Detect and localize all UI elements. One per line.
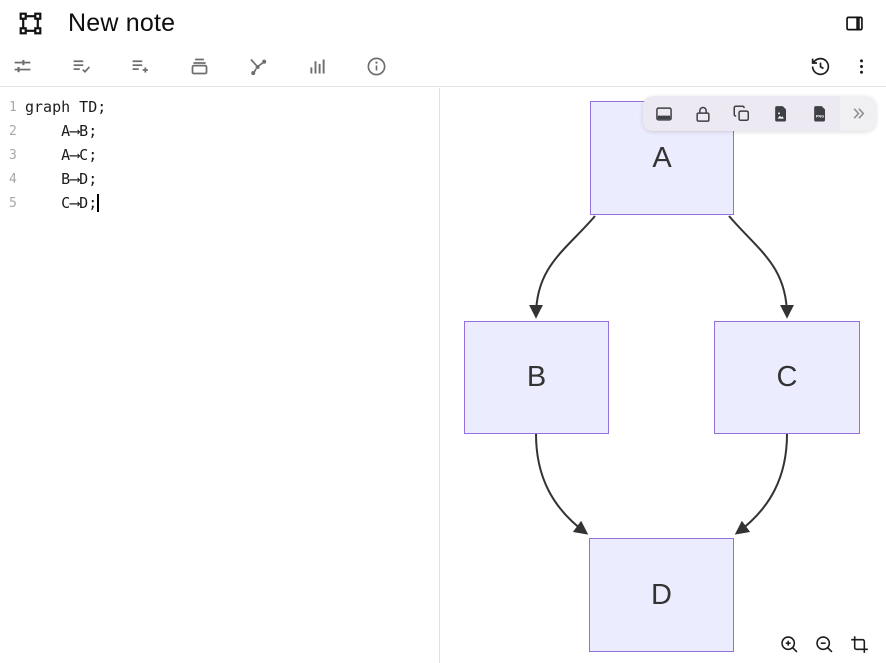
panel-bottom-button[interactable] [644, 96, 683, 131]
info-button[interactable] [358, 48, 394, 84]
line-number: 3 [9, 147, 17, 163]
sliders-button[interactable] [4, 48, 40, 84]
history-button[interactable] [802, 48, 838, 84]
editor-line: 1 graph TD; [0, 95, 439, 119]
archive-button[interactable] [181, 48, 217, 84]
edge-B-to-D [535, 433, 589, 535]
code-text: A⟶B; [25, 122, 98, 140]
zoom-out-button[interactable] [813, 633, 835, 655]
page-title: New note [68, 8, 176, 37]
line-number: 4 [9, 171, 17, 187]
editor-line: 3 A⟶C; [0, 143, 439, 167]
line-number: 2 [9, 123, 17, 139]
graph-button[interactable] [240, 48, 276, 84]
diagram-node-D[interactable]: D [589, 538, 734, 652]
diagram-node-B[interactable]: B [464, 321, 609, 434]
editor-line: 5 C⟶D; [0, 191, 439, 215]
list-check-button[interactable] [63, 48, 99, 84]
image-export-button[interactable] [761, 96, 800, 131]
canvas-toolbar: PNG [643, 96, 876, 131]
line-number: 1 [9, 99, 17, 115]
code-text: B⟶D; [25, 170, 98, 188]
zoom-in-button[interactable] [778, 633, 800, 655]
png-export-button[interactable]: PNG [800, 96, 839, 131]
code-text: C⟶D; [25, 194, 98, 212]
text-cursor [97, 194, 99, 212]
copy-button[interactable] [722, 96, 761, 131]
more-menu-button[interactable] [843, 48, 879, 84]
code-editor[interactable]: 1 graph TD; 2 A⟶B; 3 A⟶C; 4 B⟶D; 5 C⟶D; [0, 88, 440, 663]
bar-chart-button[interactable] [299, 48, 335, 84]
lock-button[interactable] [683, 96, 722, 131]
list-add-button[interactable] [122, 48, 158, 84]
toolbar [0, 46, 886, 87]
line-number: 5 [9, 195, 17, 211]
edge-C-to-D [734, 433, 788, 535]
edge-A-to-B [529, 215, 596, 319]
frame-select-icon [12, 5, 48, 41]
title-bar: New note [0, 0, 886, 46]
fit-crop-button[interactable] [848, 633, 870, 655]
editor-line: 2 A⟶B; [0, 119, 439, 143]
diagram-node-C[interactable]: C [714, 321, 860, 434]
code-text: A⟶C; [25, 146, 98, 164]
editor-line: 4 B⟶D; [0, 167, 439, 191]
code-text: graph TD; [25, 98, 107, 116]
panel-right-toggle-button[interactable] [836, 5, 872, 41]
chevrons-right-button[interactable] [840, 96, 876, 131]
edge-layer [529, 215, 794, 535]
edge-A-to-C [728, 215, 794, 319]
svg-text:PNG: PNG [815, 114, 823, 118]
zoom-controls [778, 633, 870, 655]
